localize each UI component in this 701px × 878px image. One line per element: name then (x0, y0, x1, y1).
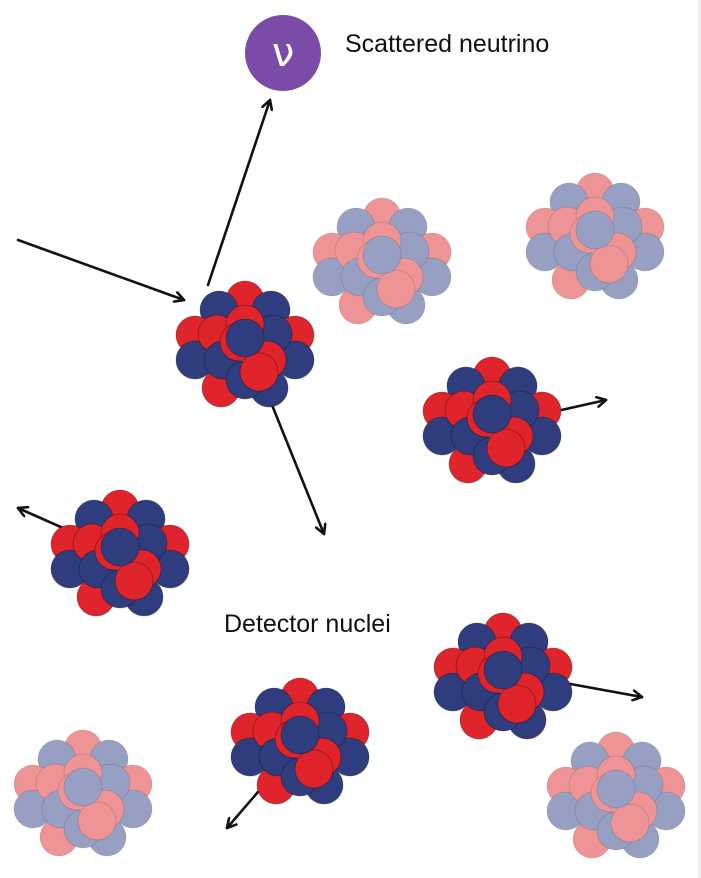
neutron (100, 527, 140, 567)
page-edge (698, 0, 701, 878)
neutron (575, 210, 615, 250)
neutron (472, 394, 512, 434)
struck-nucleus (175, 280, 315, 408)
idle-nucleus-bottom-right (546, 731, 686, 859)
neutrino-symbol: ν (271, 30, 295, 76)
proton (376, 269, 416, 309)
recoiling-nucleus-bottom-right (433, 612, 573, 740)
proton (294, 749, 334, 789)
scattered-neutrino-label: Scattered neutrino (345, 30, 550, 58)
scattered-neutrino-arrow (206, 98, 270, 287)
neutron (596, 769, 636, 809)
idle-nucleus-bottom-left (13, 729, 153, 857)
neutron (280, 715, 320, 755)
neutron (483, 650, 523, 690)
neutron (225, 318, 265, 358)
neutron (63, 767, 103, 807)
proton (589, 244, 629, 284)
proton (497, 684, 537, 724)
neutrino-circle (245, 15, 321, 91)
proton (77, 801, 117, 841)
recoiling-nucleus-bottom-center (230, 677, 370, 805)
incoming-neutrino-arrow (16, 238, 186, 300)
neutron (362, 235, 402, 275)
idle-nucleus-top-center (312, 197, 452, 325)
proton (486, 428, 526, 468)
idle-nucleus-top-right (525, 172, 665, 300)
proton (114, 561, 154, 601)
struck-nucleus-recoil-arrow (270, 403, 324, 536)
recoiling-nucleus-left (50, 489, 190, 617)
recoiling-nucleus-right (422, 356, 562, 484)
proton (239, 352, 279, 392)
detector-nuclei-label: Detector nuclei (224, 610, 391, 638)
bottom-right-nucleus-arrow (563, 681, 644, 697)
nuclei-layer (13, 172, 686, 859)
proton (610, 803, 650, 843)
